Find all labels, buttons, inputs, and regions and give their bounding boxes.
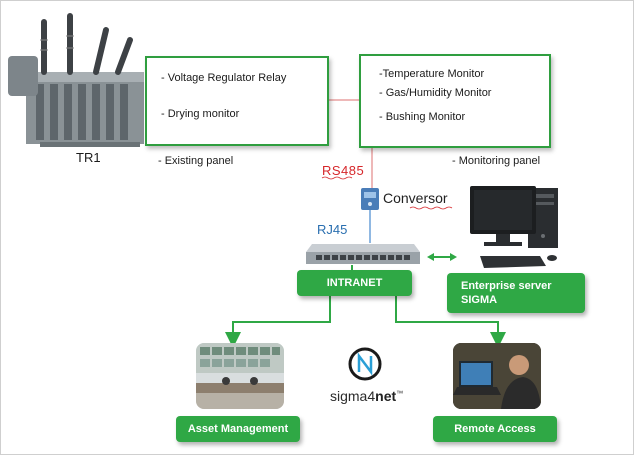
- asset-management-node: Asset Management: [176, 416, 300, 442]
- bidirectional-arrow: [427, 253, 457, 261]
- rs485-underline: [321, 176, 353, 180]
- enterprise-server-line-1: Enterprise server: [461, 280, 552, 292]
- remote-access-node: Remote Access: [433, 416, 557, 442]
- existing-panel-item-1: - Voltage Regulator Relay: [161, 72, 287, 84]
- monitoring-panel-item-1: -Temperature Monitor: [379, 68, 485, 80]
- control-room-photo: [196, 343, 284, 409]
- monitoring-panel-caption: - Monitoring panel: [452, 155, 541, 167]
- logo-text: sigma4: [330, 388, 376, 404]
- arrow-to-asset: [225, 296, 331, 348]
- transformer-label: TR1: [76, 150, 101, 165]
- conversor-underline: [409, 206, 453, 210]
- logo-trademark: ™: [396, 390, 404, 398]
- monitoring-panel-item-3: - Bushing Monitor: [379, 111, 466, 123]
- existing-panel-item-2: - Drying monitor: [161, 108, 240, 120]
- conversor-label: Conversor: [383, 190, 448, 206]
- arrow-to-remote: [395, 296, 506, 348]
- intranet-node: INTRANET: [297, 270, 412, 296]
- existing-panel-caption: - Existing panel: [158, 155, 234, 167]
- monitoring-panel: -Temperature Monitor - Gas/Humidity Moni…: [359, 54, 551, 148]
- rs485-label: RS485: [322, 163, 365, 178]
- remote-access-photo: [453, 343, 541, 409]
- monitoring-panel-item-2: - Gas/Humidity Monitor: [379, 87, 492, 99]
- enterprise-server-node: Enterprise server SIGMA: [447, 273, 585, 313]
- rj45-label: RJ45: [317, 222, 348, 237]
- existing-panel: - Voltage Regulator Relay - Drying monit…: [145, 56, 329, 146]
- enterprise-server-line-2: SIGMA: [461, 294, 498, 306]
- logo-text-bold: net: [375, 388, 397, 404]
